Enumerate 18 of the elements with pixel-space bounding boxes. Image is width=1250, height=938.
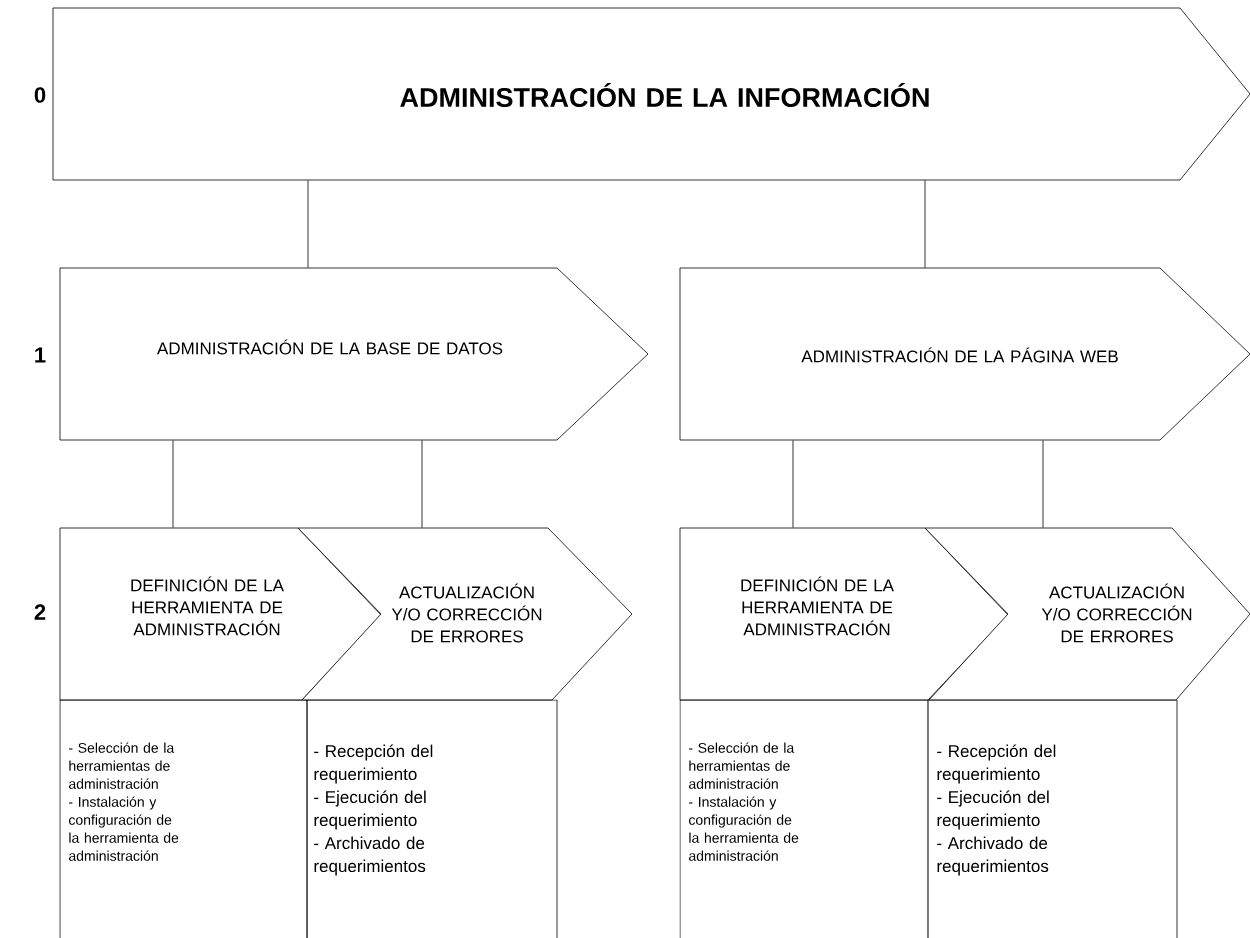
task-list-box: - Selección de la herramientas de administración - Instalación y configuración de la herramienta de administración: [679, 699, 929, 938]
connector-line: [421, 440, 423, 528]
connector-line: [924, 180, 926, 268]
task-list-box: - Selección de la herramientas de administración - Instalación y configuración de la herramienta de administración: [59, 699, 308, 938]
chevron-box: DEFINICIÓN DE LA HERRAMIENTA DE ADMINISTRACIÓN: [679, 527, 1009, 701]
chevron-box: DEFINICIÓN DE LA HERRAMIENTA DE ADMINISTRACIÓN: [59, 527, 382, 701]
connector-line: [792, 440, 794, 528]
task-list-box: - Recepción del requerimiento - Ejecución del requerimiento - Archivado de requerimientos: [927, 699, 1178, 938]
chevron-box: ADMINISTRACIÓN DE LA BASE DE DATOS: [59, 267, 649, 441]
chevron-box: ACTUALIZACIÓN Y/O CORRECCIÓN DE ERRORES: [297, 527, 633, 701]
node-label: ACTUALIZACIÓN Y/O CORRECCIÓN DE ERRORES: [1041, 583, 1192, 643]
connector-line: [172, 440, 174, 528]
chevron-box: ADMINISTRACIÓN DE LA PÁGINA WEB: [679, 267, 1250, 441]
chevron-box: ACTUALIZACIÓN Y/O CORRECCIÓN DE ERRORES: [924, 527, 1250, 701]
chevron-box: ADMINISTRACIÓN DE LA INFORMACIÓN: [52, 7, 1250, 181]
task-list-box: - Recepción del requerimiento - Ejecución del requerimiento - Archivado de requerimientos: [306, 699, 558, 938]
connector-line: [307, 180, 309, 268]
connector-line: [1042, 440, 1044, 528]
